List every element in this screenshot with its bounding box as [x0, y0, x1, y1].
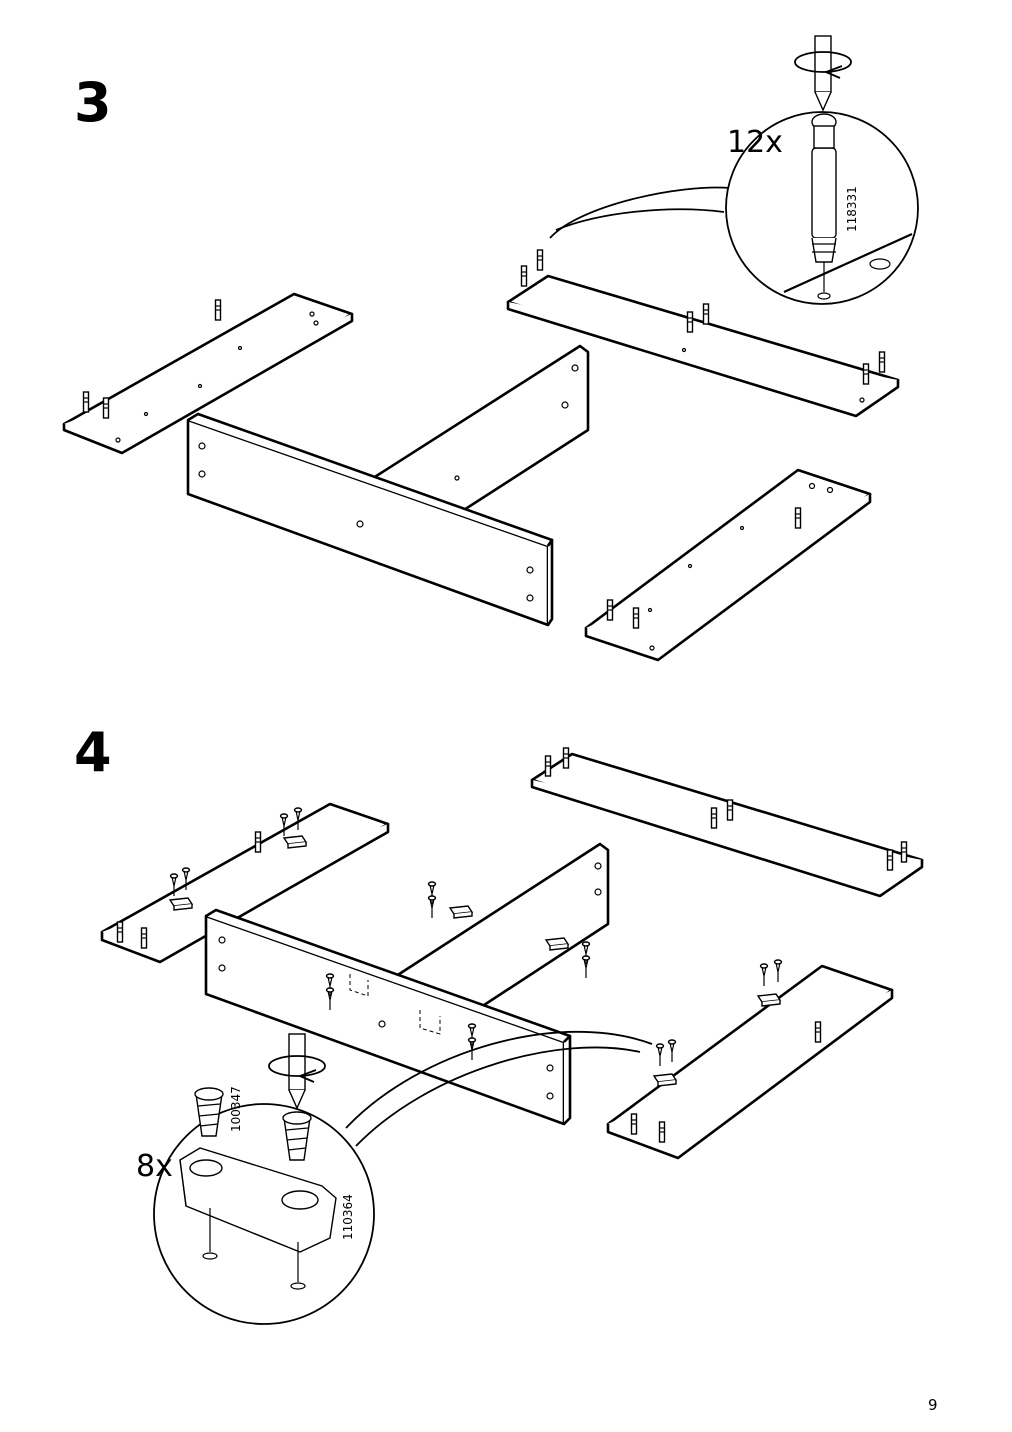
step4-rail-bottom	[606, 959, 894, 1160]
step3-frame	[186, 344, 590, 627]
step3-rail-left	[62, 292, 354, 455]
step-number-4: 4	[74, 721, 112, 784]
step4-rail-right	[530, 747, 924, 898]
step3-diagram: 12x 118331	[62, 35, 919, 662]
step3-quantity-label: 12x	[727, 125, 783, 160]
step4-part-number-screw: 100347	[229, 1086, 243, 1132]
step4-callout: 8x 100347 110364	[136, 1030, 653, 1325]
step-number-3: 3	[74, 71, 112, 134]
step3-rail-bottom	[584, 468, 872, 662]
page-number: 9	[928, 1396, 938, 1414]
step3-callout: 12x 118331	[549, 35, 919, 305]
step3-part-number: 118331	[845, 186, 859, 232]
step4-quantity-label: 8x	[136, 1149, 173, 1184]
step3-rail-right	[506, 249, 900, 418]
step4-diagram: 8x 100347 110364	[100, 747, 924, 1325]
step4-part-number-bracket: 110364	[341, 1194, 355, 1240]
step4-rail-left	[100, 802, 390, 964]
